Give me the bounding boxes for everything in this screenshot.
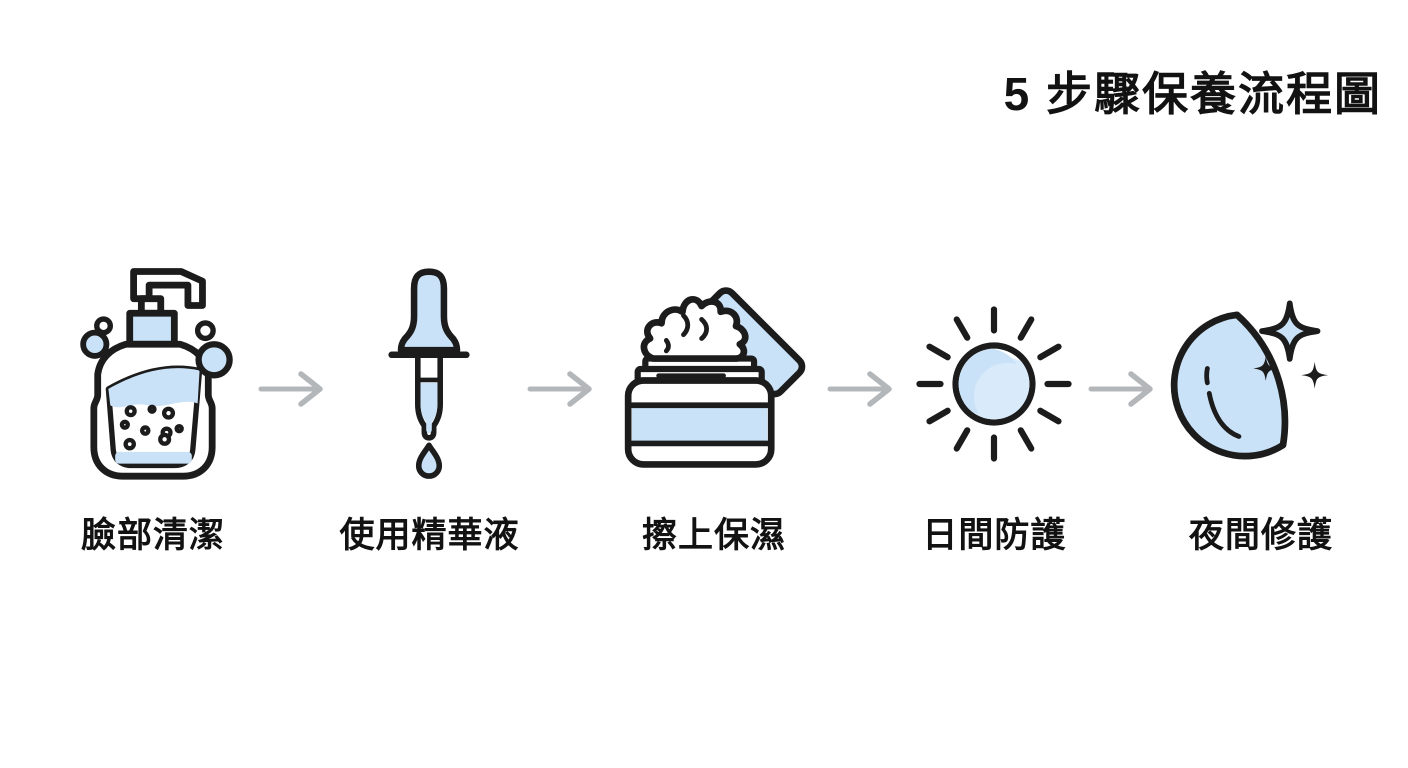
step-icon-box — [373, 255, 485, 483]
flow-connector — [522, 367, 606, 416]
sun-icon — [916, 306, 1073, 462]
step-label: 臉部清潔 — [80, 516, 225, 555]
moisturizer-jar-icon — [624, 287, 806, 468]
step-label: 日間防護 — [922, 516, 1067, 555]
flow-step-face-cleansing: 臉部清潔 — [56, 255, 250, 558]
flow-connector — [253, 367, 337, 416]
serum-dropper-icon — [388, 268, 471, 479]
step-label: 使用精華液 — [339, 516, 520, 555]
flow-connector — [822, 367, 906, 416]
step-icon-box — [1170, 255, 1352, 483]
flow-step-day-protection: 日間防護 — [908, 255, 1080, 558]
step-icon-box — [609, 255, 819, 483]
arrow-right-icon — [527, 371, 592, 407]
flow-step-serum: 使用精華液 — [339, 255, 519, 558]
moon-and-stars-icon — [1170, 300, 1328, 460]
cleanser-pump-bottle-icon — [80, 268, 233, 480]
arrow-right-icon — [827, 371, 892, 407]
flow-connector — [1083, 367, 1167, 416]
flow-step-night-repair: 夜間修護 — [1170, 255, 1352, 558]
step-icon-box — [56, 255, 250, 483]
arrow-right-icon — [1088, 371, 1153, 407]
step-label: 擦上保濕 — [641, 516, 786, 555]
step-icon-box — [908, 255, 1080, 483]
flow-step-moisturizer: 擦上保濕 — [609, 255, 819, 558]
page-title: 5 步驟保養流程圖 — [1003, 68, 1382, 120]
skincare-flow-diagram: 臉部清潔 使用精華液 — [56, 255, 1352, 558]
arrow-right-icon — [258, 371, 323, 407]
step-label: 夜間修護 — [1188, 516, 1333, 555]
